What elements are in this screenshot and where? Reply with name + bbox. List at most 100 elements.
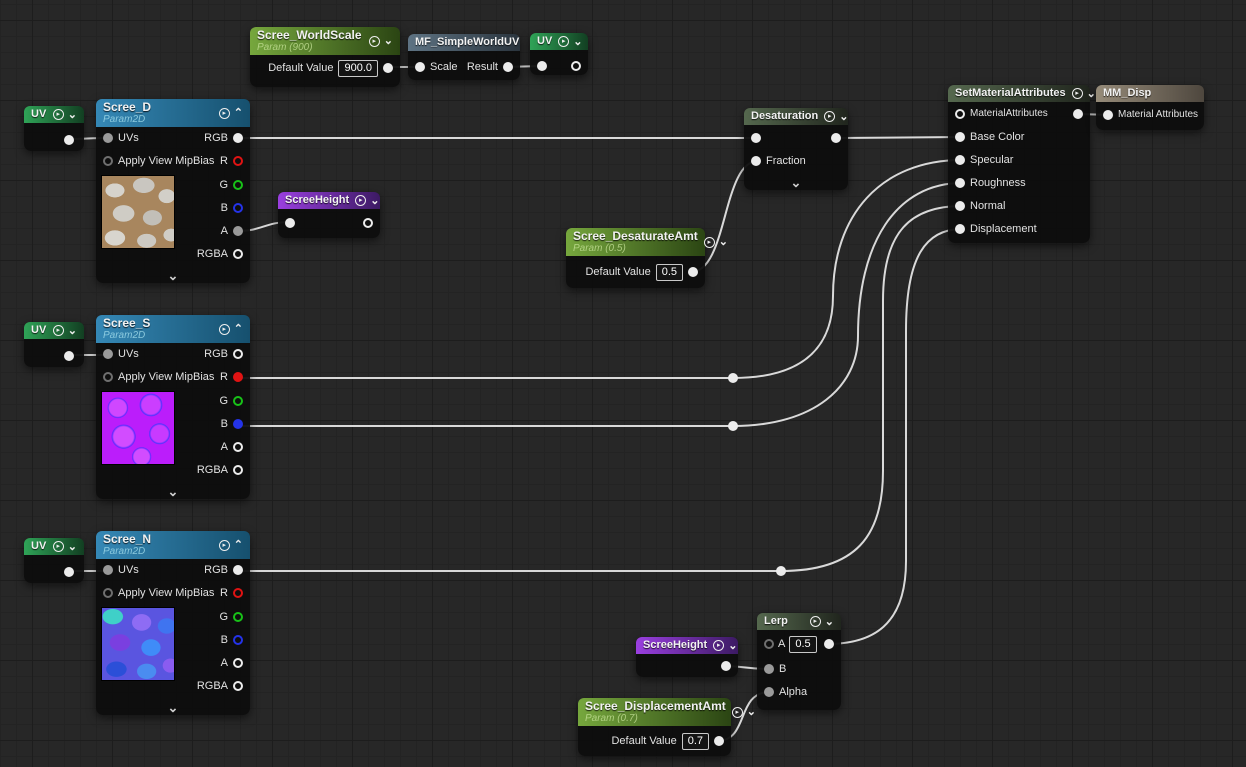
input-pin-fraction[interactable] [751, 156, 761, 166]
node-scree-n[interactable]: Scree_N Param2D ▸ ⌃ UVs RGB Apply View M… [96, 531, 250, 715]
input-pin-specular[interactable] [955, 155, 965, 165]
default-value-input[interactable]: 0.7 [681, 732, 709, 750]
node-header[interactable]: Scree_WorldScale Param (900) ▸ ⌄ [250, 27, 400, 55]
default-value-input[interactable]: 900.0 [338, 59, 378, 77]
chevron-down-icon[interactable]: ⌄ [67, 108, 77, 121]
output-pin[interactable] [831, 133, 841, 143]
node-scree-s[interactable]: Scree_S Param2D ▸ ⌃ UVs RGB Apply View M… [96, 315, 250, 499]
input-pin-alpha[interactable] [764, 687, 774, 697]
preview-icon[interactable]: ▸ [809, 616, 821, 627]
node-header[interactable]: MF_SimpleWorldUV [408, 34, 520, 51]
expand-chevron-icon[interactable]: ⌄ [167, 700, 179, 715]
preview-icon[interactable]: ▸ [355, 195, 367, 206]
node-header[interactable]: SetMaterialAttributes ▸ ⌄ [948, 85, 1096, 102]
output-pin[interactable] [363, 218, 373, 228]
output-pin[interactable] [64, 351, 74, 361]
output-pin[interactable] [714, 736, 724, 746]
output-pin[interactable] [688, 267, 698, 277]
node-header[interactable]: UV ▸ ⌄ [24, 538, 84, 555]
preview-icon[interactable]: ▸ [218, 539, 230, 551]
node-header[interactable]: Scree_S Param2D ▸ ⌃ [96, 315, 250, 343]
output-pin-b[interactable] [233, 203, 243, 213]
expand-chevron-icon[interactable]: ⌄ [790, 175, 802, 190]
output-pin-r[interactable] [233, 588, 243, 598]
input-pin-mipbias[interactable] [103, 156, 113, 166]
input-pin-roughness[interactable] [955, 178, 965, 188]
input-pin-uvs[interactable] [103, 349, 113, 359]
default-value-input[interactable]: 0.5 [655, 263, 683, 281]
node-scree-worldscale[interactable]: Scree_WorldScale Param (900) ▸ ⌄ Default… [250, 27, 400, 87]
node-uv-usage-s[interactable]: UV ▸ ⌄ [24, 322, 84, 367]
preview-icon[interactable]: ▸ [1071, 88, 1083, 99]
preview-icon[interactable]: ▸ [713, 640, 725, 651]
node-header[interactable]: UV ▸ ⌄ [24, 322, 84, 339]
node-uv-usage-d[interactable]: UV ▸ ⌄ [24, 106, 84, 151]
chevron-down-icon[interactable]: ⌄ [383, 35, 393, 47]
input-pin-uvs[interactable] [103, 565, 113, 575]
node-header[interactable]: MM_Disp [1096, 85, 1204, 102]
chevron-down-icon[interactable]: ⌄ [370, 194, 380, 207]
chevron-down-icon[interactable]: ⌄ [67, 540, 77, 553]
output-pin-rgba[interactable] [233, 681, 243, 691]
output-pin[interactable] [383, 63, 393, 73]
node-header[interactable]: Lerp ▸ ⌄ [757, 613, 841, 630]
output-pin[interactable] [64, 567, 74, 577]
preview-icon[interactable]: ▸ [218, 323, 230, 335]
node-screeheight-declaration[interactable]: ScreeHeight ▸ ⌄ [278, 192, 380, 238]
node-mm-disp[interactable]: MM_Disp Material Attributes [1096, 85, 1204, 130]
chevron-down-icon[interactable]: ⌄ [839, 110, 849, 123]
input-pin-b[interactable] [764, 664, 774, 674]
node-uv-usage-n[interactable]: UV ▸ ⌄ [24, 538, 84, 583]
node-header[interactable]: Desaturation ▸ ⌄ [744, 108, 848, 125]
expand-chevron-icon[interactable]: ⌄ [167, 268, 179, 283]
input-pin-materialattributes[interactable] [955, 109, 965, 119]
preview-icon[interactable]: ▸ [558, 36, 570, 47]
chevron-down-icon[interactable]: ⌄ [728, 639, 738, 652]
output-pin-b[interactable] [233, 635, 243, 645]
output-pin-r[interactable] [233, 372, 243, 382]
a-value-input[interactable]: 0.5 [789, 635, 817, 653]
preview-icon[interactable]: ▸ [52, 109, 64, 120]
output-pin-rgb[interactable] [233, 565, 243, 575]
output-pin-b[interactable] [233, 419, 243, 429]
preview-icon[interactable]: ▸ [731, 706, 743, 718]
input-pin[interactable] [537, 61, 547, 71]
chevron-up-icon[interactable]: ⌃ [233, 107, 243, 119]
output-pin[interactable] [64, 135, 74, 145]
preview-icon[interactable]: ▸ [703, 236, 715, 248]
chevron-down-icon[interactable]: ⌄ [746, 706, 756, 718]
output-pin-rgb[interactable] [233, 133, 243, 143]
output-pin-rgb[interactable] [233, 349, 243, 359]
node-header[interactable]: UV ▸ ⌄ [530, 33, 588, 50]
input-pin-mipbias[interactable] [103, 372, 113, 382]
chevron-down-icon[interactable]: ⌄ [824, 615, 834, 628]
node-scree-displacementamt[interactable]: Scree_DisplacementAmt Param (0.7) ▸ ⌄ De… [578, 698, 756, 756]
node-scree-d[interactable]: Scree_D Param2D ▸ ⌃ UVs RGB Apply View M… [96, 99, 250, 283]
output-pin[interactable] [571, 61, 581, 71]
node-uv-declaration[interactable]: UV ▸ ⌄ [530, 33, 588, 75]
output-pin[interactable] [721, 661, 731, 671]
input-pin-normal[interactable] [955, 201, 965, 211]
node-header[interactable]: Scree_DesaturateAmt Param (0.5) ▸ ⌄ [566, 228, 728, 256]
node-desaturation[interactable]: Desaturation ▸ ⌄ Fraction ⌄ [744, 108, 848, 190]
expand-chevron-icon[interactable]: ⌄ [167, 484, 179, 499]
chevron-down-icon[interactable]: ⌄ [573, 35, 583, 48]
output-pin-g[interactable] [233, 180, 243, 190]
chevron-down-icon[interactable]: ⌄ [718, 236, 728, 248]
output-pin-a[interactable] [233, 226, 243, 236]
output-pin[interactable] [824, 639, 834, 649]
reroute-dot[interactable] [728, 373, 738, 383]
chevron-down-icon[interactable]: ⌄ [1086, 87, 1096, 100]
node-header[interactable]: Scree_D Param2D ▸ ⌃ [96, 99, 250, 127]
chevron-up-icon[interactable]: ⌃ [233, 323, 243, 335]
chevron-down-icon[interactable]: ⌄ [67, 324, 77, 337]
node-header[interactable]: Scree_N Param2D ▸ ⌃ [96, 531, 250, 559]
output-pin-r[interactable] [233, 156, 243, 166]
input-pin-mipbias[interactable] [103, 588, 113, 598]
output-pin[interactable] [1073, 109, 1083, 119]
node-header[interactable]: UV ▸ ⌄ [24, 106, 84, 123]
node-lerp[interactable]: Lerp ▸ ⌄ A 0.5 B Alpha [757, 613, 841, 710]
output-pin-a[interactable] [233, 658, 243, 668]
output-pin-g[interactable] [233, 396, 243, 406]
chevron-up-icon[interactable]: ⌃ [233, 539, 243, 551]
